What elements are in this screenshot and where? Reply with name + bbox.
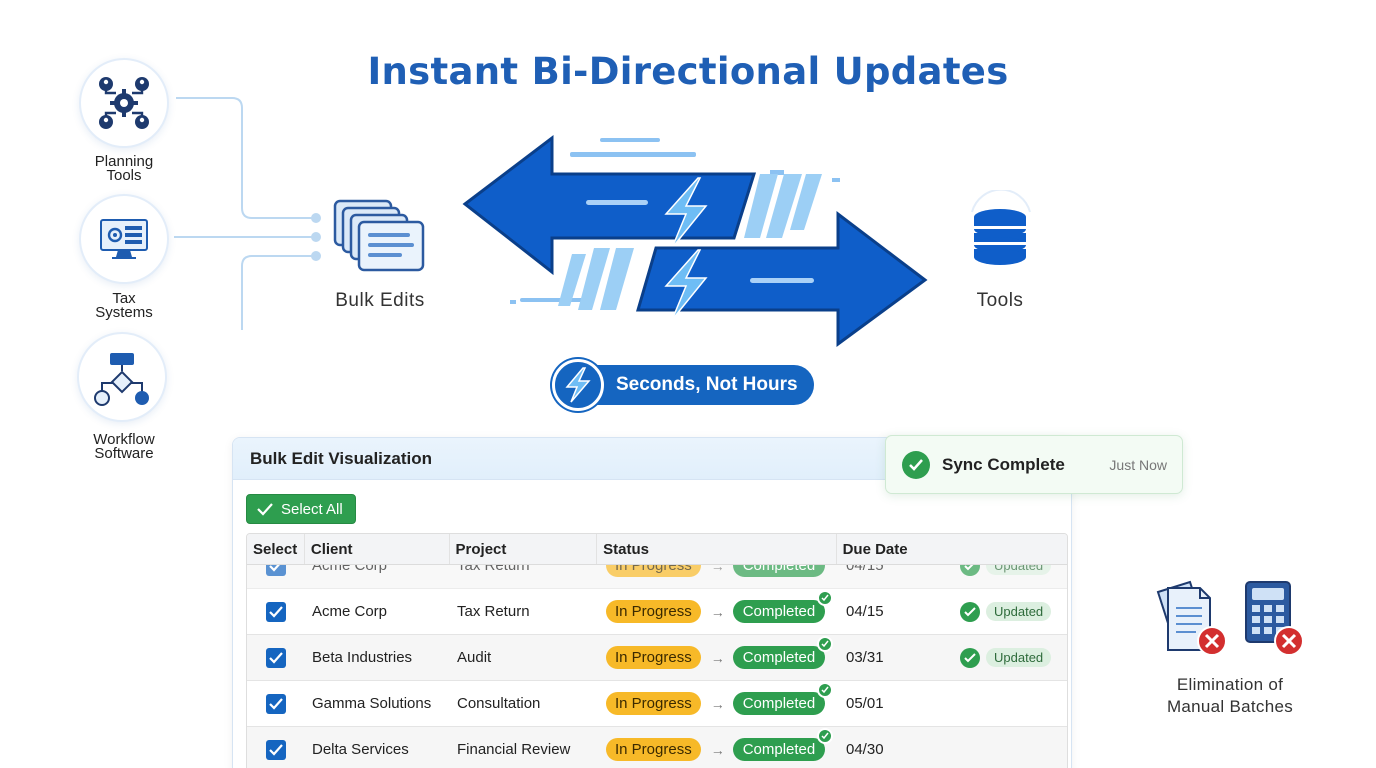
- column-header-project: Project: [450, 534, 598, 564]
- planning-tools-circle: [79, 58, 169, 148]
- check-circle-icon: [817, 590, 834, 606]
- row-client: Acme Corp: [312, 603, 388, 620]
- page-title: Instant Bi-Directional Updates: [367, 50, 1009, 93]
- sync-complete-toast: Sync Complete Just Now: [885, 435, 1183, 494]
- workflow-software-label-line2: Software: [94, 445, 154, 462]
- manual-batches-icon: [1156, 580, 1304, 656]
- table-header: Select Client Project Status Due Date: [247, 534, 1067, 565]
- workflow-software-label: Workflow Software: [54, 431, 194, 462]
- row-due-date: 05/01: [846, 695, 884, 712]
- status-from-badge: In Progress: [606, 692, 701, 715]
- speed-badge: Seconds, Not Hours: [552, 359, 814, 411]
- status-from-badge: In Progress: [606, 738, 701, 761]
- row-client: Acme Corp: [312, 565, 388, 574]
- documents-icon: [1156, 580, 1227, 656]
- people-gear-icon: [99, 77, 149, 129]
- planning-tools-label: Planning Tools: [54, 153, 194, 184]
- row-client: Beta Industries: [312, 649, 413, 666]
- row-client: Delta Services: [312, 741, 409, 758]
- row-project: Consultation: [457, 695, 541, 712]
- row-project: Tax Return: [457, 603, 530, 620]
- status-to-badge: Completed: [732, 646, 826, 669]
- row-due-date: 04/15: [846, 603, 884, 620]
- bulk-edits-label: Bulk Edits: [335, 290, 425, 311]
- toast-time: Just Now: [1109, 456, 1167, 473]
- updated-check-icon: [960, 647, 980, 668]
- column-header-status: Status: [597, 534, 837, 564]
- monitor-settings-icon: [100, 219, 148, 259]
- column-header-due-date: Due Date: [842, 541, 908, 558]
- check-circle-icon: [817, 682, 834, 698]
- tax-systems-label-line2: Systems: [95, 304, 153, 321]
- planning-tools-label-line2: Tools: [106, 167, 142, 184]
- toast-title: Sync Complete: [942, 454, 1065, 474]
- workflow-software-label-line1: Workflow: [93, 431, 155, 448]
- tax-systems-label-line1: Tax: [112, 290, 136, 307]
- stacked-documents-icon: [333, 199, 425, 272]
- status-to-badge: Completed: [732, 738, 826, 761]
- row-updated: Updated: [956, 601, 1067, 622]
- updated-badge: Updated: [986, 648, 1052, 667]
- workflow-software-circle: [77, 332, 167, 422]
- row-checkbox[interactable]: [266, 601, 286, 622]
- row-project: Financial Review: [457, 741, 571, 758]
- arrow-right-icon: →: [710, 649, 725, 666]
- check-circle-icon: [817, 636, 834, 652]
- elimination-label-line2: Manual Batches: [1166, 697, 1294, 716]
- elimination-label: Elimination of Manual Batches: [1140, 674, 1320, 718]
- lightning-bolt-icon: [552, 359, 604, 411]
- check-circle-icon: [902, 450, 930, 479]
- row-due-date: 04/30: [846, 741, 884, 758]
- column-header-select: Select: [247, 534, 305, 564]
- select-all-button[interactable]: Select All: [246, 494, 356, 524]
- row-client: Gamma Solutions: [312, 695, 432, 712]
- table-row[interactable]: Acme Corp Tax Return In Progress → Compl…: [247, 565, 1067, 589]
- status-from-badge: In Progress: [606, 600, 701, 623]
- row-checkbox[interactable]: [266, 693, 286, 714]
- table-row[interactable]: Gamma Solutions Consultation In Progress…: [247, 681, 1067, 727]
- check-icon: [257, 503, 273, 516]
- check-circle-icon: [817, 728, 834, 744]
- elimination-label-line1: Elimination of: [1176, 675, 1284, 694]
- arrow-right-icon: →: [710, 695, 725, 712]
- database-icon: [971, 190, 1031, 265]
- row-updated: Updated: [956, 647, 1067, 668]
- bulk-edit-table: Select Client Project Status Due Date Ac…: [246, 533, 1068, 768]
- tax-systems-circle: [79, 194, 169, 284]
- table-row[interactable]: Delta Services Financial Review In Progr…: [247, 727, 1067, 768]
- updated-badge: Updated: [986, 602, 1052, 621]
- row-checkbox[interactable]: [266, 647, 286, 668]
- status-to-badge: Completed: [732, 600, 826, 623]
- planning-tools-label-line1: Planning: [94, 153, 154, 170]
- table-row[interactable]: Acme Corp Tax Return In Progress → Compl…: [247, 589, 1067, 635]
- status-to-badge: Completed: [732, 565, 826, 577]
- arrow-right-icon: →: [710, 603, 725, 620]
- speed-badge-text: Seconds, Not Hours: [590, 365, 814, 405]
- updated-check-icon: [960, 601, 980, 622]
- row-checkbox[interactable]: [266, 739, 286, 760]
- flowchart-icon: [94, 353, 149, 406]
- row-updated: Updated: [956, 565, 1067, 576]
- arrow-right-icon: →: [710, 741, 725, 758]
- status-to-badge: Completed: [732, 692, 826, 715]
- calculator-icon: [1245, 581, 1304, 656]
- arrow-right-icon: →: [710, 565, 725, 574]
- table-body: Acme Corp Tax Return In Progress → Compl…: [247, 565, 1067, 768]
- tax-systems-label: Tax Systems: [54, 290, 194, 321]
- tools-label: Tools: [976, 290, 1024, 311]
- updated-badge: Updated: [986, 565, 1052, 575]
- row-due-date: 03/31: [846, 649, 884, 666]
- row-checkbox[interactable]: [266, 565, 286, 576]
- row-project: Audit: [457, 649, 492, 666]
- updated-check-icon: [960, 565, 980, 576]
- row-project: Tax Return: [457, 565, 530, 574]
- column-header-client: Client: [305, 534, 450, 564]
- status-from-badge: In Progress: [606, 646, 701, 669]
- status-from-badge: In Progress: [606, 565, 701, 577]
- bidirectional-arrows-icon: [462, 134, 928, 347]
- select-all-label: Select All: [281, 500, 343, 518]
- table-row[interactable]: Beta Industries Audit In Progress → Comp…: [247, 635, 1067, 681]
- row-due-date: 04/15: [846, 565, 884, 574]
